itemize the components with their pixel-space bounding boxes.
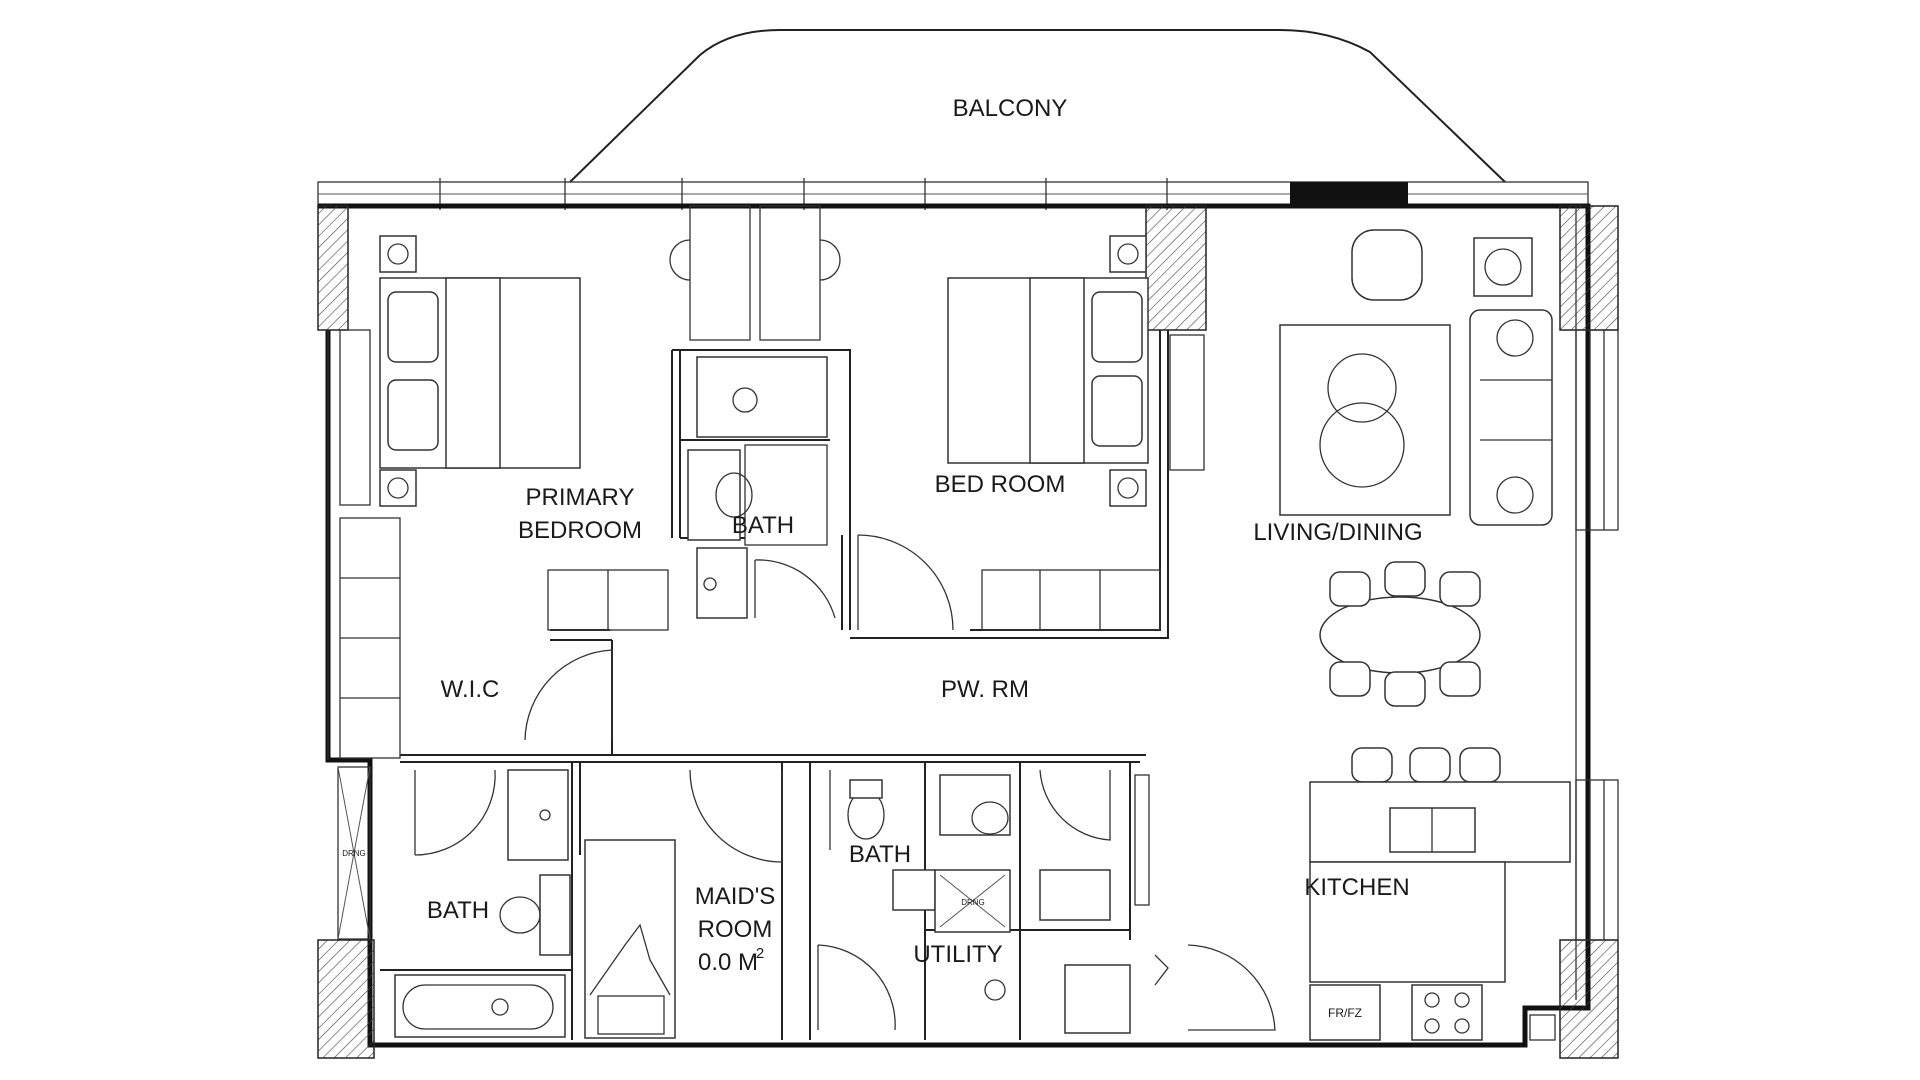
center-bath-label: BATH <box>849 841 911 868</box>
ensuite-bath-fixtures <box>687 356 836 619</box>
center-bath-fixtures: DRNG <box>847 774 1150 1034</box>
kitchen-fixtures: FR/FZ <box>1309 747 1571 1041</box>
lower-bath-fixtures <box>394 769 571 1038</box>
desk <box>1169 334 1205 471</box>
corner-shaft <box>1529 1014 1556 1041</box>
lower-bath-label: BATH <box>427 897 489 924</box>
ensuite-bath-label: BATH <box>732 512 794 539</box>
kitchen-label: KITCHEN <box>1304 874 1409 901</box>
maids-room-area: 0.0 M <box>698 949 758 976</box>
column <box>1145 205 1207 331</box>
bed-secondary <box>947 235 1149 507</box>
cabinet-row <box>981 569 1161 631</box>
maids-room-area-unit: 2 <box>756 945 764 962</box>
maids-room-label-2: ROOM <box>698 916 773 943</box>
shaft <box>669 205 841 341</box>
dining-table <box>1319 561 1481 707</box>
cabinet-row <box>547 569 669 631</box>
wic-label: W.I.C <box>441 676 500 703</box>
wic-wardrobe <box>339 517 401 759</box>
maids-room-label: MAID'S <box>695 883 776 910</box>
interior-walls <box>380 330 1169 1040</box>
column <box>317 939 375 1059</box>
column <box>1559 205 1619 331</box>
living-furniture <box>1279 229 1553 526</box>
balcony-label: BALCONY <box>953 95 1068 122</box>
exterior-wall <box>318 203 1591 1048</box>
drain-panel: DRNG <box>337 766 371 940</box>
utility-label: UTILITY <box>913 941 1002 968</box>
fridge-freezer-label: FR/FZ <box>1328 1006 1362 1020</box>
svg-text:DRNG: DRNG <box>961 898 985 907</box>
pw-rm-label: PW. RM <box>941 676 1029 703</box>
living-dining-label: LIVING/DINING <box>1253 519 1422 546</box>
bed-room-label: BED ROOM <box>935 471 1066 498</box>
right-window-frame <box>1575 329 1619 941</box>
column <box>1559 939 1619 1059</box>
maid-bed <box>584 839 676 1039</box>
wardrobe-strip <box>339 329 371 506</box>
column <box>317 205 349 331</box>
primary-bedroom-label-2: BEDROOM <box>518 517 642 544</box>
door-swings <box>414 534 1276 1031</box>
svg-text:DRNG: DRNG <box>342 849 366 858</box>
balcony-outline <box>569 29 1506 183</box>
primary-bedroom-label: PRIMARY <box>526 484 635 511</box>
bed-primary <box>379 235 581 507</box>
